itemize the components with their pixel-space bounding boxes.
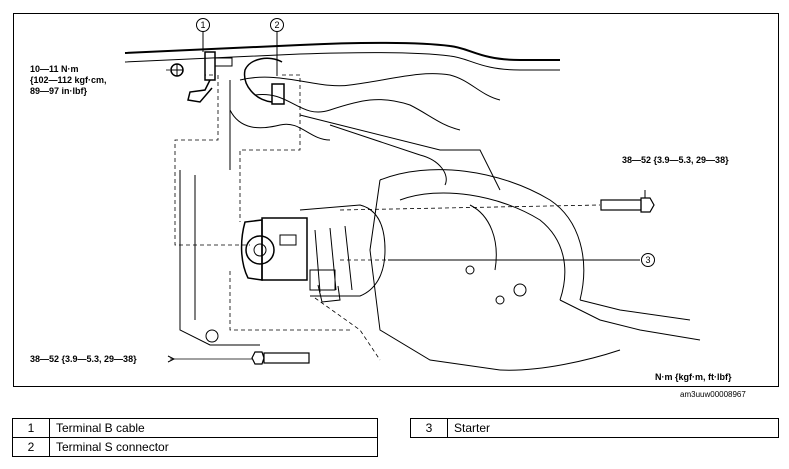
torque-top-line-2: {102—112 kgf·cm, [30,75,107,85]
legend-row: 2 Terminal S connector [12,437,378,457]
legend-number: 3 [410,418,448,438]
legend-row: 3 Starter [410,418,779,438]
legend-label: Terminal S connector [49,437,378,457]
diagram-frame [13,13,779,387]
torque-units-note: N·m {kgf·m, ft·lbf} [655,372,732,382]
callout-2: 2 [270,18,284,32]
torque-spec-bottom: 38—52 {3.9—5.3, 29—38} [30,354,137,364]
torque-top-line-1: 10—11 N·m [30,64,79,74]
torque-top-line-3: 89—97 in·lbf} [30,86,88,96]
callout-3: 3 [641,253,655,267]
legend-number: 2 [12,437,50,457]
legend-table-right: 3 Starter [410,418,779,438]
legend-number: 1 [12,418,50,438]
legend-label: Terminal B cable [49,418,378,438]
figure-id: am3uuw00008967 [680,390,746,399]
legend-label: Starter [447,418,779,438]
callout-1: 1 [196,18,210,32]
torque-spec-top: 10—11 N·m {102—112 kgf·cm, 89—97 in·lbf} [30,64,107,97]
legend-table-left: 1 Terminal B cable 2 Terminal S connecto… [12,418,378,457]
torque-spec-right: 38—52 {3.9—5.3, 29—38} [622,155,729,165]
legend-row: 1 Terminal B cable [12,418,378,438]
